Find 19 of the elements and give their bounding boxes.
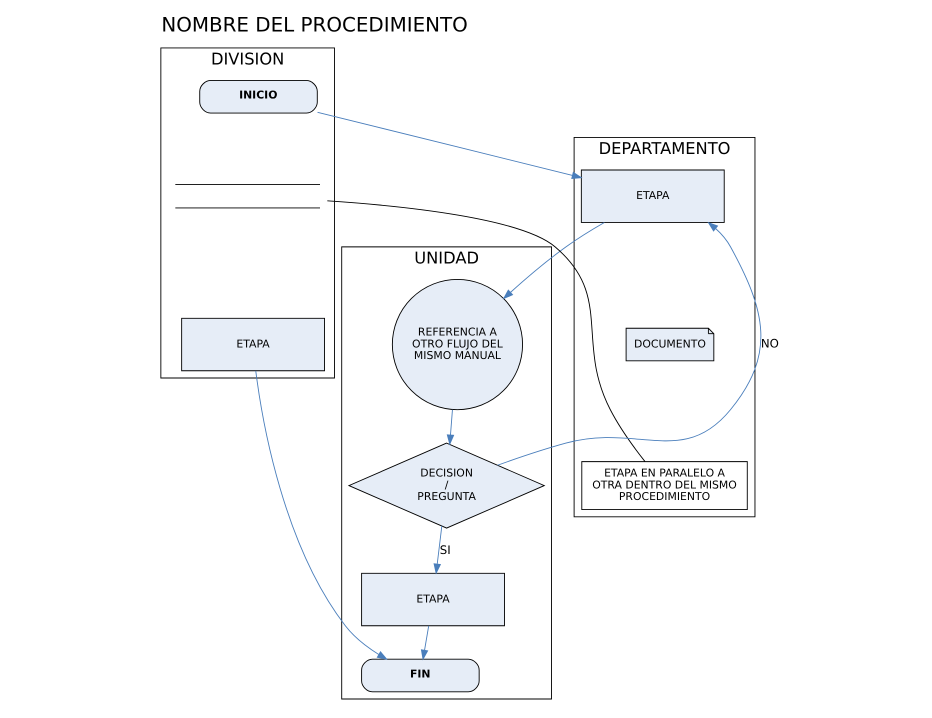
- node-box: FIN: [360, 658, 480, 692]
- edge-label: NO: [760, 336, 778, 351]
- diagram-title: NOMBRE DEL PROCEDIMIENTO: [160, 13, 468, 36]
- node-box: ETAPA: [180, 318, 324, 372]
- arrow: [502, 222, 604, 300]
- node-box: ETAPA: [580, 170, 724, 223]
- node-circle: REFERENCIA A OTRO FLUJO DEL MISMO MANUAL: [391, 278, 523, 410]
- arrow: [446, 409, 454, 446]
- node-diamond: DECISION / PREGUNTA: [347, 442, 545, 529]
- arrow: [420, 626, 429, 661]
- arrow: [254, 370, 388, 660]
- node-box: ETAPA: [360, 572, 504, 626]
- node-box: ETAPA EN PARALELO A OTRA DENTRO DEL MISMO PROCEDIMIENTO: [580, 461, 748, 510]
- node-box: INICIO: [198, 80, 318, 114]
- edge-label: SI: [439, 542, 450, 557]
- arrow: [496, 222, 761, 466]
- connector: [326, 200, 645, 462]
- arrow: [316, 112, 582, 180]
- arrow: [433, 526, 442, 574]
